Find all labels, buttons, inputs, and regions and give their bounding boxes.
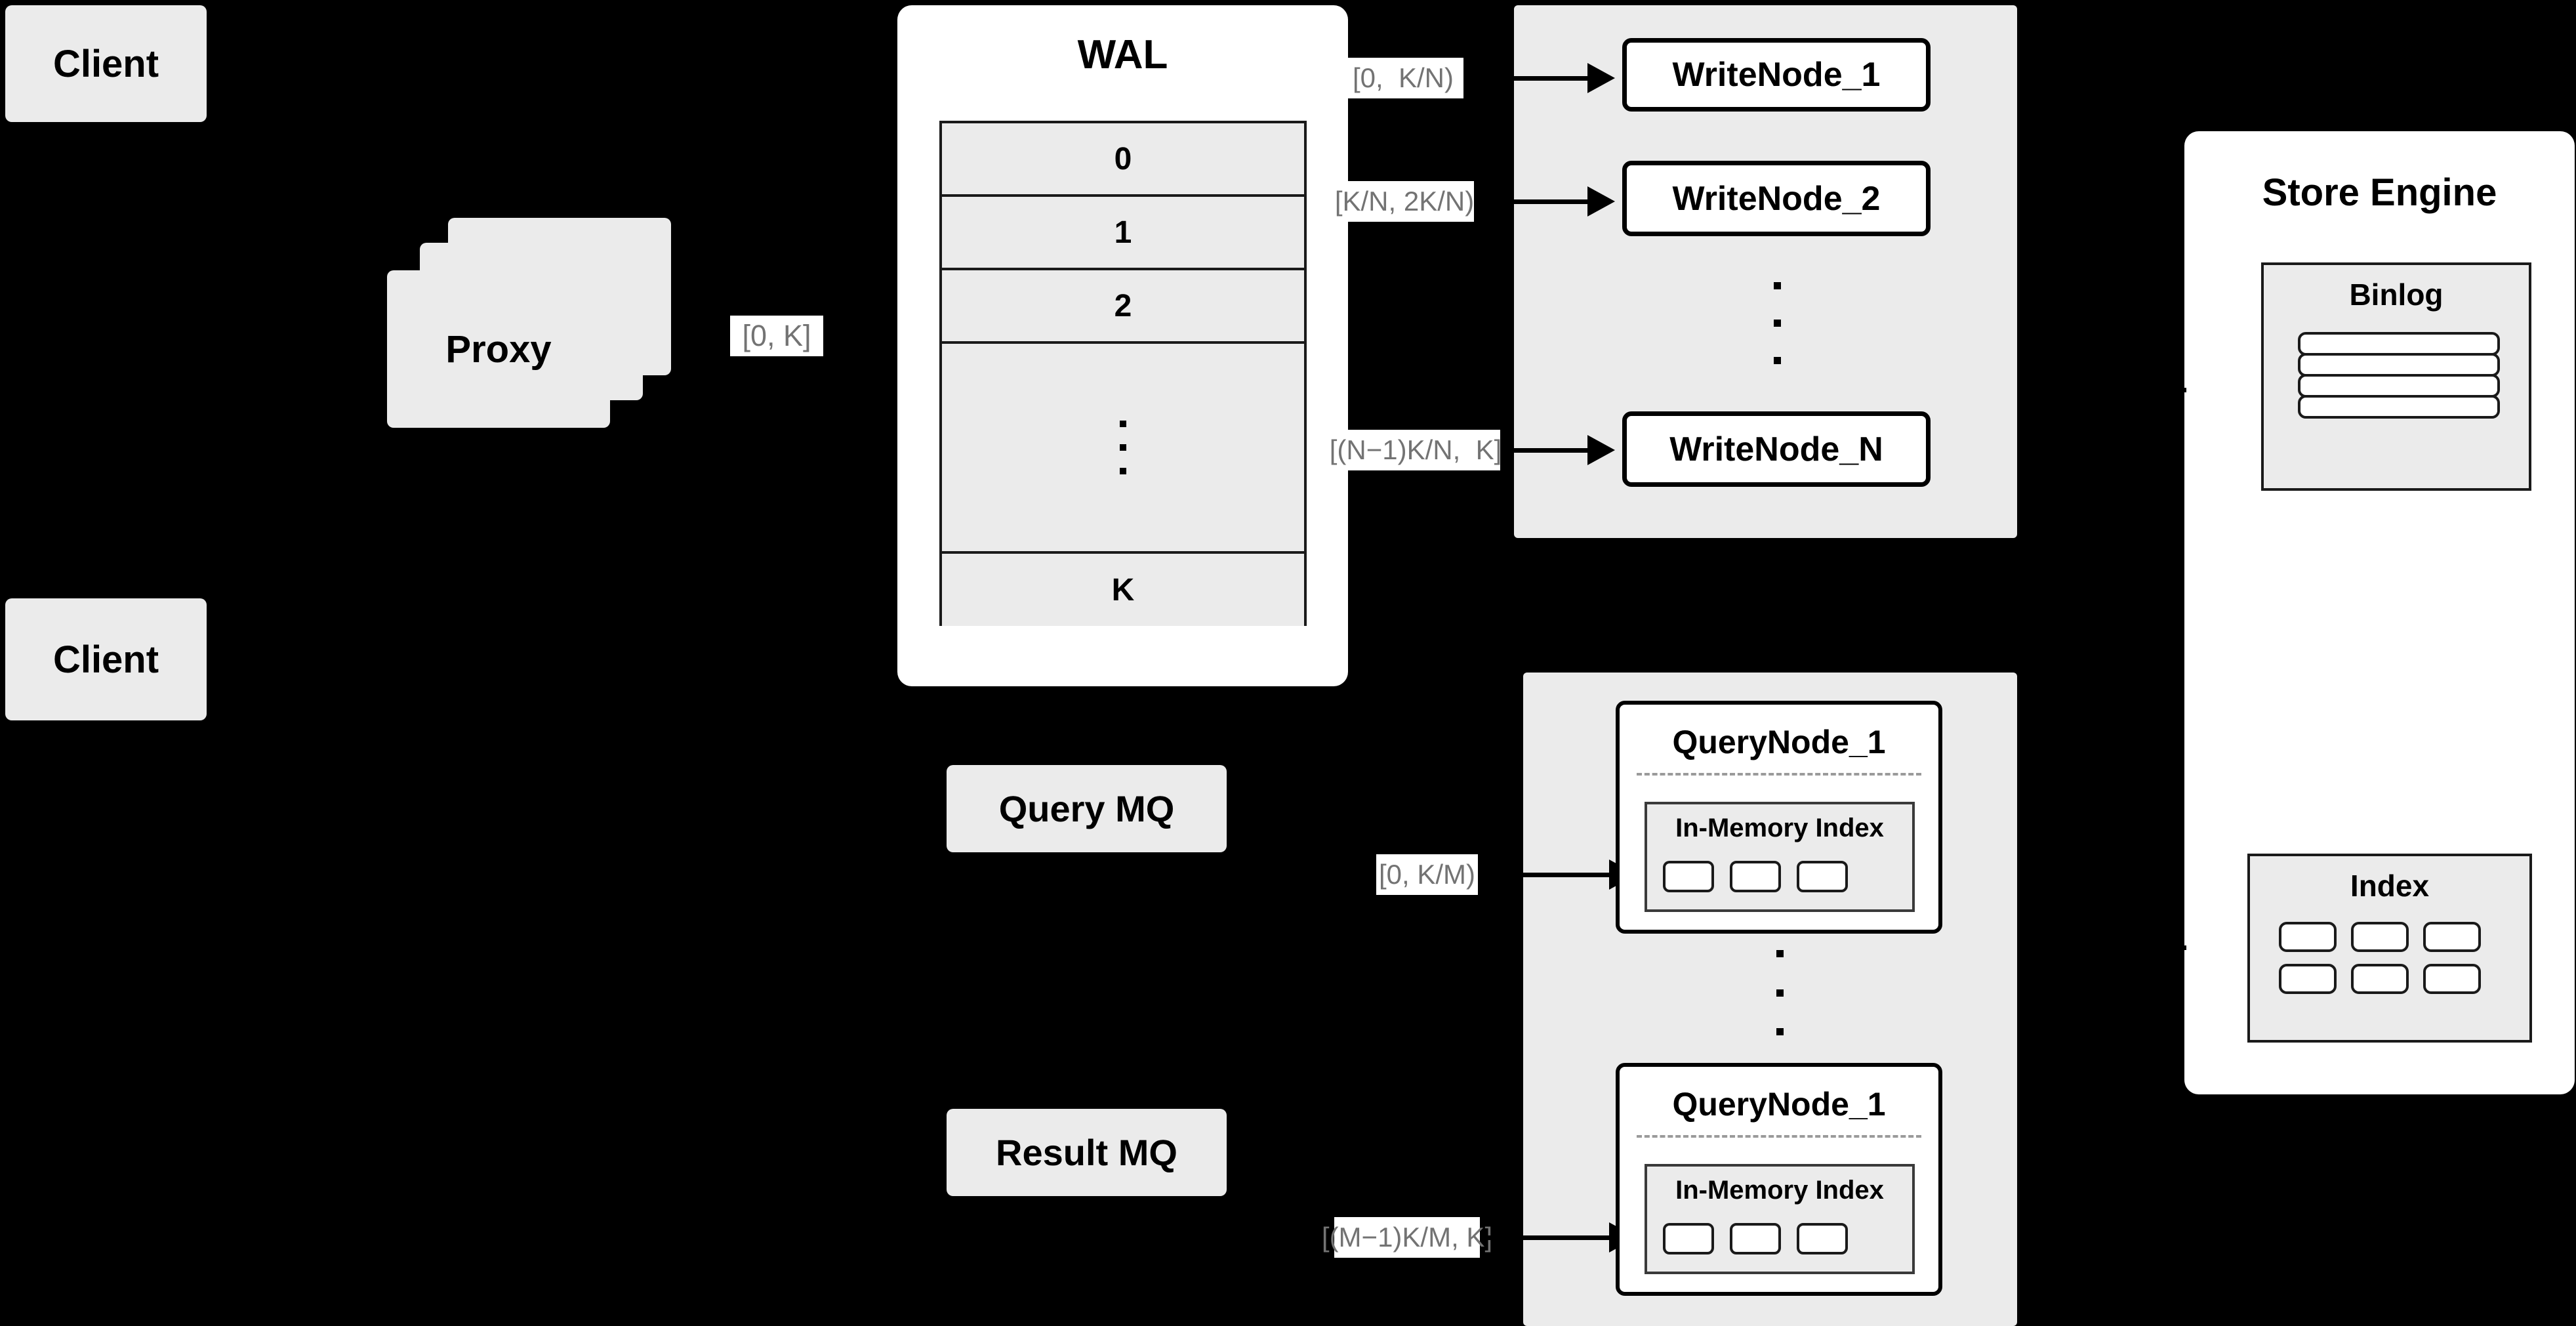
query-mq-label: Query MQ	[998, 788, 1175, 829]
query-arrow-line-1	[1494, 873, 1609, 877]
store-index-cell[interactable]	[2351, 922, 2409, 952]
store-index-cell[interactable]	[2351, 964, 2409, 994]
wal-row-k[interactable]: K	[942, 554, 1304, 626]
binlog-bar[interactable]	[2298, 374, 2500, 398]
binlog-bar[interactable]	[2298, 332, 2500, 356]
query-range-label-1: [0, K/M)	[1376, 854, 1478, 895]
index-cell[interactable]	[1797, 1223, 1848, 1254]
query-node-m-title: QueryNode_1	[1672, 1086, 1886, 1123]
ellipsis-dot	[1120, 468, 1126, 474]
write-node-1[interactable]: WriteNode_1	[1622, 38, 1931, 112]
write-node-n[interactable]: WriteNode_N	[1622, 411, 1931, 487]
wal-container: WAL 0 1 2 K	[897, 5, 1348, 686]
write-arrow-head-1	[1587, 63, 1615, 93]
ellipsis-dot	[1120, 444, 1126, 451]
write-arrow-line-1	[1469, 76, 1587, 81]
index-arrow-head	[2186, 960, 2213, 989]
index-cell[interactable]	[1797, 861, 1848, 892]
binlog-arrow-head	[2186, 373, 2213, 402]
ellipsis-dot	[1776, 989, 1784, 997]
binlog-box: Binlog	[2261, 262, 2531, 491]
wal-row-0[interactable]: 0	[942, 123, 1304, 197]
binlog-arrow-line	[2142, 388, 2186, 392]
query-node-1-title: QueryNode_1	[1672, 724, 1886, 760]
query-cluster-ellipsis	[1773, 950, 1786, 1035]
binlog-title: Binlog	[2349, 278, 2443, 312]
store-engine-title: Store Engine	[2262, 171, 2497, 214]
write-node-2[interactable]: WriteNode_2	[1622, 161, 1931, 236]
wal-table: 0 1 2 K	[939, 121, 1307, 626]
store-index-cell[interactable]	[2279, 922, 2337, 952]
write-range-label-2: [K/N, 2K/N)	[1335, 181, 1474, 222]
store-index-box: Index	[2247, 854, 2532, 1043]
proxy-box[interactable]: Proxy	[387, 270, 610, 428]
in-memory-index-1: In-Memory Index	[1645, 802, 1915, 912]
index-cell[interactable]	[1663, 861, 1714, 892]
in-memory-index-m-title: In-Memory Index	[1675, 1176, 1884, 1205]
index-cell[interactable]	[1663, 1223, 1714, 1254]
ellipsis-dot	[1120, 421, 1126, 427]
query-mq-box[interactable]: Query MQ	[947, 765, 1227, 852]
binlog-bar[interactable]	[2298, 353, 2500, 377]
write-range-label-1: [0, K/N)	[1343, 58, 1463, 98]
client-box-1[interactable]: Client	[5, 5, 207, 122]
ellipsis-dot	[1773, 357, 1781, 364]
write-arrow-head-n	[1587, 435, 1615, 465]
query-node-m-separator	[1637, 1135, 1921, 1138]
query-arrow-line-m	[1484, 1235, 1609, 1240]
ellipsis-dot	[1776, 1028, 1784, 1035]
index-cell[interactable]	[1730, 861, 1781, 892]
index-arrow-line	[2142, 945, 2186, 950]
write-cluster-ellipsis	[1770, 282, 1784, 364]
store-index-cell[interactable]	[2423, 964, 2481, 994]
write-arrow-line-n	[1502, 448, 1587, 453]
proxy-label: Proxy	[445, 327, 552, 371]
client-box-2[interactable]: Client	[5, 598, 207, 720]
query-node-1-separator	[1637, 773, 1921, 776]
store-index-cell[interactable]	[2423, 922, 2481, 952]
ellipsis-dot	[1776, 950, 1784, 957]
wal-row-2[interactable]: 2	[942, 270, 1304, 344]
query-node-1[interactable]: QueryNode_1 In-Memory Index	[1616, 701, 1942, 934]
query-range-label-m: [(M−1)K/M, K]	[1322, 1217, 1492, 1258]
binlog-bar[interactable]	[2298, 395, 2500, 419]
store-index-cell[interactable]	[2279, 964, 2337, 994]
ellipsis-dot	[1773, 320, 1781, 327]
in-memory-index-m: In-Memory Index	[1645, 1164, 1915, 1274]
in-memory-index-1-title: In-Memory Index	[1675, 814, 1884, 842]
write-range-label-n: [(N−1)K/N, K]	[1330, 430, 1502, 470]
query-node-m[interactable]: QueryNode_1 In-Memory Index	[1616, 1063, 1942, 1296]
client-label-1: Client	[52, 42, 159, 85]
result-mq-label: Result MQ	[996, 1132, 1177, 1173]
write-arrow-head-2	[1587, 186, 1615, 217]
proxy-range-label: [0, K]	[730, 316, 823, 356]
result-mq-box[interactable]: Result MQ	[947, 1109, 1227, 1196]
wal-row-1[interactable]: 1	[942, 197, 1304, 270]
store-index-title: Index	[2350, 869, 2430, 903]
ellipsis-dot	[1773, 282, 1781, 289]
index-cell[interactable]	[1730, 1223, 1781, 1254]
client-label-2: Client	[52, 638, 159, 681]
write-arrow-line-2	[1478, 199, 1587, 204]
wal-row-ellipsis	[942, 344, 1304, 554]
wal-title: WAL	[1077, 32, 1168, 77]
